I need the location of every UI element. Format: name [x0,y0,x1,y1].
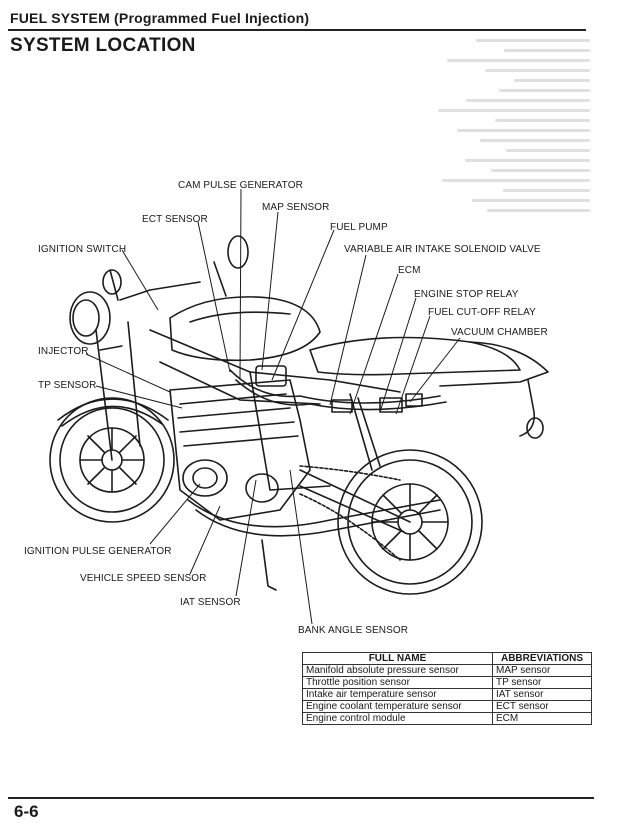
table-cell-full-name: Throttle position sensor [302,676,493,689]
table-header-row: FULL NAME ABBREVIATIONS [302,652,592,665]
label-fuel-cut-off-relay: FUEL CUT-OFF RELAY [428,307,536,318]
table-row: Manifold absolute pressure sensor MAP se… [302,664,592,677]
label-engine-stop-relay: ENGINE STOP RELAY [414,289,519,300]
table-cell-full-name: Manifold absolute pressure sensor [302,664,493,677]
table-cell-abbreviation: ECT sensor [492,700,592,713]
label-map-sensor: MAP SENSOR [262,202,330,213]
page-number: 6-6 [14,802,39,821]
table-row: Intake air temperature sensor IAT sensor [302,688,592,701]
leader-lines [85,188,461,625]
table-row: Engine coolant temperature sensor ECT se… [302,700,592,713]
table-cell-abbreviation: ECM [492,712,592,725]
table-cell-full-name: Intake air temperature sensor [302,688,493,701]
label-bank-angle-sensor: BANK ANGLE SENSOR [298,625,409,636]
table-row: Engine control module ECM [302,712,592,725]
section-title: SYSTEM LOCATION [10,35,196,56]
table-header-full-name: FULL NAME [302,652,493,665]
abbreviations-table: FULL NAME ABBREVIATIONS Manifold absolut… [302,652,592,725]
header-title: FUEL SYSTEM (Programmed Fuel Injection) [10,10,310,26]
label-vehicle-speed-sensor: VEHICLE SPEED SENSOR [80,573,207,584]
table-header-abbreviations: ABBREVIATIONS [492,652,592,665]
table-cell-abbreviation: MAP sensor [492,664,592,677]
label-injector: INJECTOR [38,346,89,357]
label-ecm: ECM [398,265,421,276]
table-cell-abbreviation: IAT sensor [492,688,592,701]
table-cell-abbreviation: TP sensor [492,676,592,689]
label-cam-pulse-generator: CAM PULSE GENERATOR [178,180,303,191]
label-vacuum-chamber: VACUUM CHAMBER [451,327,548,338]
header-rule [8,29,586,31]
table-cell-full-name: Engine control module [302,712,493,725]
footer-rule [8,797,594,799]
label-fuel-pump: FUEL PUMP [330,222,388,233]
table-cell-full-name: Engine coolant temperature sensor [302,700,493,713]
label-ignition-pulse-generator: IGNITION PULSE GENERATOR [24,546,172,557]
rear-wheel [337,449,483,595]
table-row: Throttle position sensor TP sensor [302,676,592,689]
label-ect-sensor: ECT SENSOR [142,214,208,225]
label-tp-sensor: TP SENSOR [38,380,97,391]
label-variable-air-intake-solenoid-valve: VARIABLE AIR INTAKE SOLENOID VALVE [344,244,541,255]
front-wheel [49,397,175,523]
label-iat-sensor: IAT SENSOR [180,597,241,608]
label-ignition-switch: IGNITION SWITCH [38,244,127,255]
motorcycle-diagram [49,188,549,625]
